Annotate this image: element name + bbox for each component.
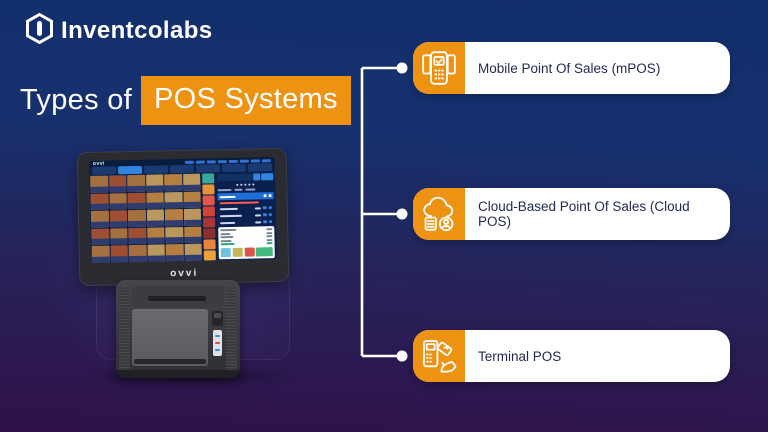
- order-table-header: [217, 187, 273, 191]
- title-prefix: Types of: [20, 84, 133, 116]
- nav-menu-item: [250, 158, 260, 163]
- pos-screen-body: [89, 171, 277, 263]
- menu-item-tile: [164, 209, 183, 226]
- category-button: [203, 217, 216, 228]
- order-row: [218, 219, 274, 225]
- monitor-brand-label: ovvi: [170, 267, 199, 280]
- nav-menu-item: [217, 159, 227, 163]
- pos-type-card-cloud: Cloud-Based Point Of Sales (Cloud POS): [413, 188, 730, 240]
- menu-item-tile: [164, 191, 183, 209]
- printer-front-panel: [132, 309, 208, 366]
- title-highlight: POS Systems: [141, 76, 351, 125]
- order-panel: [215, 171, 277, 261]
- menu-item-tile: [91, 228, 110, 245]
- printer-output-slot: [134, 359, 206, 364]
- receipt-buttons: [220, 246, 273, 257]
- pos-type-label: Mobile Point Of Sales (mPOS): [478, 60, 661, 76]
- pos-type-label: Cloud-Based Point Of Sales (Cloud POS): [478, 199, 690, 229]
- nav-menu-item: [261, 158, 271, 162]
- menu-item-tile: [147, 244, 165, 262]
- menu-item-tile: [146, 226, 165, 244]
- terminal-pos-icon: [413, 330, 465, 382]
- paper-slot: [148, 296, 206, 301]
- nav-menu-item: [239, 159, 249, 163]
- receipt-action-button: [232, 247, 243, 257]
- receipt-action-button: [244, 247, 255, 257]
- menu-item-tile: [145, 191, 164, 209]
- pos-type-card-terminal: Terminal POS: [413, 330, 730, 382]
- order-row-active: [217, 192, 274, 201]
- menu-item-tile: [109, 210, 128, 228]
- printer-side-rail: [226, 286, 237, 372]
- menu-item-tile: [128, 227, 147, 245]
- menu-item-tile: [145, 174, 164, 192]
- cloud-pos-icon: [413, 188, 465, 240]
- menu-item-tile: [91, 245, 110, 263]
- category-button: [203, 249, 216, 261]
- pos-item-grid: [89, 173, 203, 263]
- category-button: [202, 173, 215, 184]
- hexagon-i-icon: [26, 12, 53, 49]
- menu-item-tile: [182, 173, 201, 191]
- category-button: [203, 238, 216, 250]
- menu-item-tile: [127, 192, 146, 210]
- pos-type-label: Terminal POS: [478, 348, 562, 364]
- category-button: [202, 184, 215, 195]
- menu-item-tile: [165, 244, 184, 261]
- menu-item-tile: [184, 243, 202, 261]
- menu-item-tile: [164, 174, 182, 191]
- menu-item-tile: [90, 193, 109, 210]
- nav-menu-item: [195, 160, 205, 164]
- nav-menu-item: [184, 160, 194, 164]
- nav-menu-item: [228, 159, 238, 163]
- nav-menu-item: [206, 159, 216, 163]
- mpos-icon: [413, 42, 465, 94]
- menu-item-tile: [128, 244, 147, 262]
- order-note: [219, 201, 259, 205]
- receipt-action-button: [220, 247, 232, 257]
- order-search-row: [217, 173, 274, 182]
- printer-indicator-strip: [213, 330, 222, 356]
- printer-base: [116, 370, 240, 378]
- menu-item-tile: [127, 209, 146, 227]
- menu-item-tile: [146, 209, 165, 227]
- menu-item-tile: [183, 208, 202, 226]
- printer-side-rail: [119, 286, 130, 372]
- page-title: Types of POS Systems: [20, 76, 351, 125]
- menu-item-tile: [90, 175, 108, 193]
- order-row: [218, 212, 274, 218]
- menu-item-tile: [108, 192, 127, 210]
- menu-item-tile: [165, 226, 184, 244]
- brand-logo: Inventcolabs: [26, 12, 213, 49]
- menu-item-tile: [90, 210, 109, 228]
- menu-item-tile: [110, 245, 128, 263]
- order-action-button: [261, 173, 274, 181]
- pagination: [217, 182, 273, 186]
- pos-monitor: ovvi: [76, 147, 290, 287]
- receipt-action-button: [256, 246, 273, 256]
- printer-lid: [132, 285, 224, 307]
- order-search-input: [217, 173, 253, 182]
- brand-name: Inventcolabs: [61, 17, 213, 44]
- category-button: [202, 195, 215, 206]
- menu-item-tile: [183, 226, 202, 243]
- pos-type-card-mpos: Mobile Point Of Sales (mPOS): [413, 42, 730, 94]
- order-row: [218, 205, 274, 211]
- menu-item-tile: [127, 174, 145, 192]
- pos-screen: ovvi: [88, 157, 277, 263]
- receipt-summary: [218, 226, 275, 259]
- menu-item-tile: [182, 191, 201, 208]
- category-button: [202, 206, 215, 217]
- receipt-printer: [116, 280, 240, 378]
- printer-feed-button: [212, 311, 223, 326]
- search-icon: [253, 173, 261, 181]
- menu-item-tile: [108, 175, 127, 193]
- menu-item-tile: [109, 227, 128, 245]
- pos-terminal-device: ovvi: [60, 146, 306, 406]
- category-button: [203, 228, 216, 239]
